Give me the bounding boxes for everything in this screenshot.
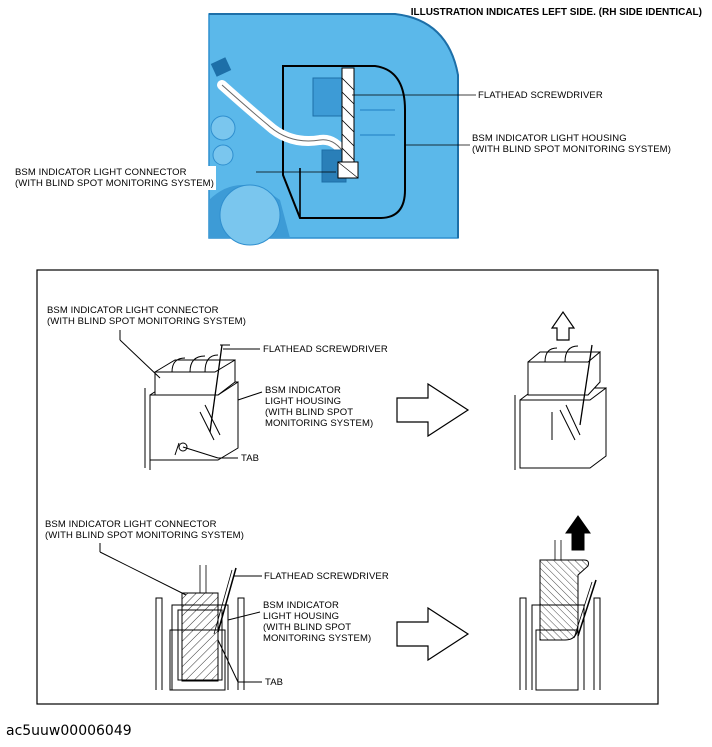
label-housing-top: BSM INDICATOR LIGHT HOUSING (WITH BLIND …: [472, 133, 671, 155]
mid-left-drawing: [119, 330, 263, 470]
housing-outline: [282, 65, 406, 219]
label-tab-mid: TAB: [241, 453, 260, 464]
mid-up-arrow: [550, 310, 576, 341]
label-connector-top: BSM INDICATOR LIGHT CONNECTOR (WITH BLIN…: [13, 166, 216, 190]
mid-direction-arrow: [396, 382, 470, 438]
top-illustration: [208, 13, 476, 246]
label-screwdriver-bot: FLATHEAD SCREWDRIVER: [264, 571, 389, 582]
illustration-header: ILLUSTRATION INDICATES LEFT SIDE. (RH SI…: [410, 7, 702, 18]
label-connector-mid: BSM INDICATOR LIGHT CONNECTOR (WITH BLIN…: [47, 305, 246, 327]
label-housing-mid: BSM INDICATOR LIGHT HOUSING (WITH BLIND …: [265, 385, 374, 429]
label-housing-bot: BSM INDICATOR LIGHT HOUSING (WITH BLIND …: [263, 600, 372, 644]
flathead-screwdriver-top: [337, 67, 359, 179]
bot-right-drawing: [519, 515, 601, 691]
label-connector-bot: BSM INDICATOR LIGHT CONNECTOR (WITH BLIN…: [45, 519, 244, 541]
figure-id: ac5uuw00006049: [6, 723, 132, 739]
label-screwdriver-mid: FLATHEAD SCREWDRIVER: [263, 344, 388, 355]
mid-right-drawing: [514, 310, 607, 470]
label-tab-bot: TAB: [265, 677, 284, 688]
bot-direction-arrow: [396, 606, 470, 662]
bot-up-arrow: [565, 515, 591, 551]
bot-left-drawing: [99, 543, 262, 691]
label-flathead-screwdriver-top: FLATHEAD SCREWDRIVER: [478, 90, 603, 101]
detail-frame: [36, 269, 659, 705]
